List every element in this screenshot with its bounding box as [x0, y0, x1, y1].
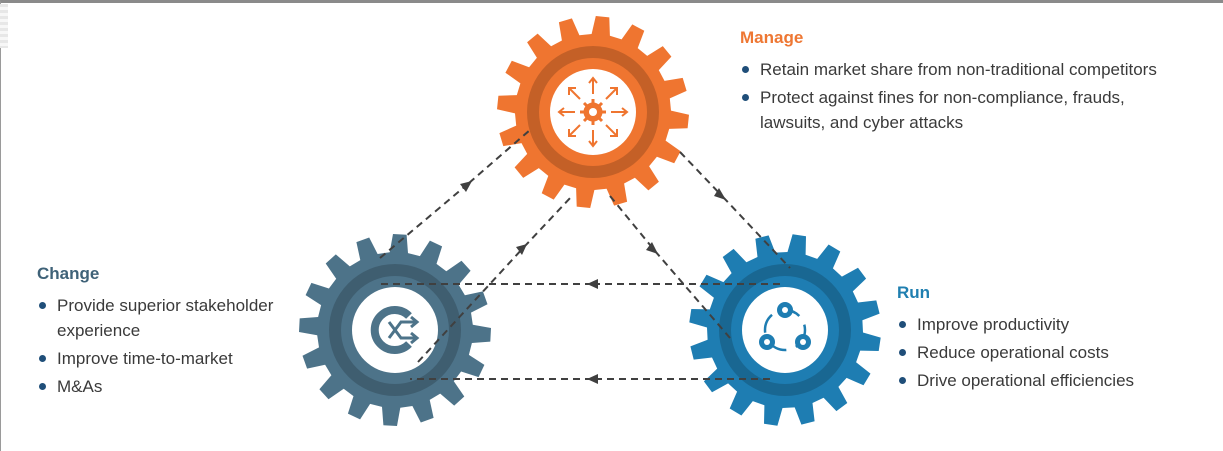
change-item: M&As	[37, 374, 287, 399]
cycle-of-gears-icon	[759, 302, 811, 352]
change-title: Change	[37, 264, 100, 283]
run-item: Reduce operational costs	[897, 340, 1217, 365]
change-list: Provide superior stakeholder experience …	[37, 293, 287, 399]
arrowhead-manage-run-inner	[646, 242, 658, 254]
arrowhead-change-manage-outer	[460, 181, 472, 192]
arrowhead-change-manage-inner	[516, 244, 527, 255]
shuffle-gear-icon	[370, 306, 420, 354]
arrowhead-manage-run-outer	[714, 188, 726, 200]
corner-mark	[0, 4, 8, 48]
expand-arrows-gear-icon	[557, 76, 629, 148]
arrow-manage-to-run-outer	[679, 151, 724, 198]
arrow-change-to-manage-inner	[417, 246, 525, 363]
manage-item: Protect against fines for non-compliance…	[740, 85, 1170, 135]
arrow-change-to-manage-outer	[379, 182, 470, 259]
run-item: Improve productivity	[897, 312, 1217, 337]
arrowhead-run-change-top	[587, 279, 598, 289]
arrowhead-run-change-bottom	[587, 374, 598, 384]
run-gear	[689, 234, 881, 426]
manage-section: Manage Retain market share from non-trad…	[740, 28, 1170, 138]
run-title: Run	[897, 283, 931, 302]
run-item: Drive operational efficiencies	[897, 368, 1217, 393]
manage-title: Manage	[740, 28, 804, 47]
change-section: Change Provide superior stakeholder expe…	[37, 264, 287, 402]
run-list: Improve productivity Reduce operational …	[897, 312, 1217, 393]
manage-item: Retain market share from non-traditional…	[740, 57, 1170, 82]
arrow-manage-to-run-outer-tail	[722, 196, 791, 269]
change-item: Provide superior stakeholder experience	[37, 293, 287, 343]
run-section: Run Improve productivity Reduce operatio…	[897, 283, 1217, 396]
manage-list: Retain market share from non-traditional…	[740, 57, 1170, 135]
arrow-change-to-manage-outer-tail	[468, 129, 531, 184]
arrow-change-to-manage-inner-tail	[523, 195, 573, 248]
change-item: Improve time-to-market	[37, 346, 287, 371]
